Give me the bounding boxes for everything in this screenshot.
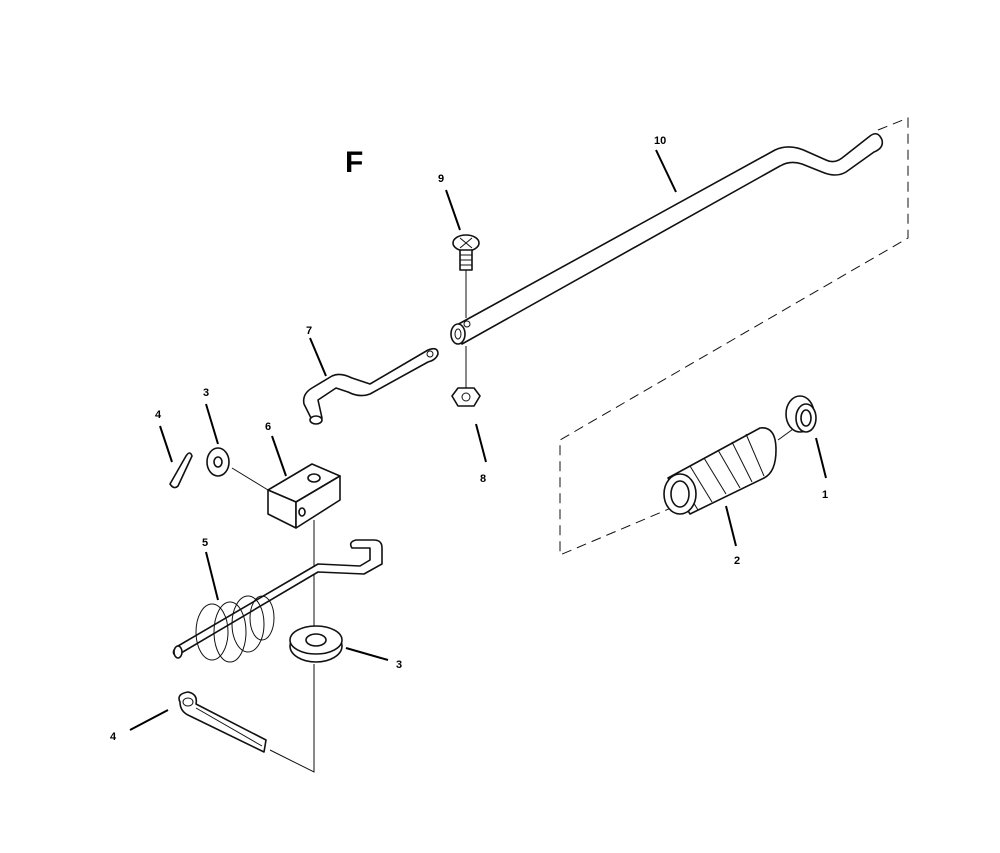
part-6-block [267,463,341,529]
callout-8: 8 [480,473,486,485]
part-4-small-cotter-pin [169,452,193,489]
callout-1: 1 [822,489,828,501]
part-3-large-washer [289,625,343,663]
callout-7: 7 [306,325,312,337]
leader-lines [129,149,827,731]
callout-10: 10 [654,135,666,147]
part-7-link-rod [302,347,439,425]
part-2-grip [663,423,801,515]
part-10-rod [450,132,884,345]
part-4-large-cotter-pin [178,691,267,753]
callout-4-upper: 4 [155,409,162,421]
part-8-nut [451,387,481,407]
axis-line-pin [269,664,315,773]
callout-3-upper: 3 [203,387,209,399]
part-9-bolt [452,234,480,271]
phantom-outline [559,117,909,556]
part-5-spring-rod [172,539,383,663]
section-letter: F [345,146,363,179]
callout-5: 5 [202,537,208,549]
callout-2: 2 [734,555,740,567]
callout-4-lower: 4 [110,731,117,743]
callout-9: 9 [438,173,444,185]
part-1-bushing [785,395,817,433]
callout-6: 6 [265,421,271,433]
part-3-small-washer [206,447,269,491]
callout-3-lower: 3 [396,659,402,671]
